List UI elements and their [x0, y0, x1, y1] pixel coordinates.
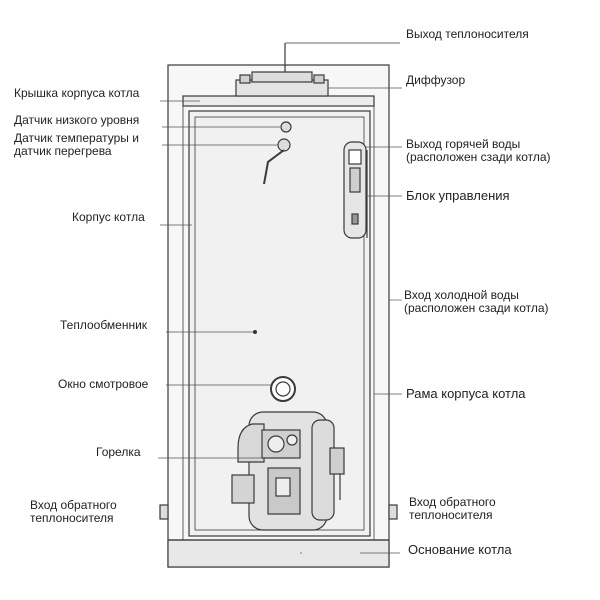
label-return-right: Вход обратного теплоносителя: [409, 496, 496, 522]
label-temp-sensor-line1: Датчик температуры и: [14, 131, 139, 145]
label-cold-water: Вход холодной воды (расположен сзади кот…: [404, 289, 549, 315]
low-level-sensor: [280, 121, 292, 133]
temp-sensor: [277, 138, 291, 152]
label-boiler-body: Корпус котла: [72, 210, 145, 224]
label-return-left: Вход обратного теплоносителя: [30, 499, 117, 525]
label-temp-sensor: Датчик температуры и датчик перегрева: [14, 132, 139, 158]
label-casing-cover: Крышка корпуса котла: [14, 86, 140, 100]
label-diffuser: Диффузор: [406, 73, 466, 87]
label-hot-water: Выход горячей воды (расположен сзади кот…: [406, 138, 551, 164]
heat-exchanger-point: [253, 330, 257, 334]
label-sight-window: Окно смотровое: [58, 377, 149, 391]
label-burner: Горелка: [96, 445, 141, 459]
boiler-base: [167, 539, 390, 568]
label-low-level-sensor: Датчик низкого уровня: [14, 113, 140, 127]
label-hot-water-line2: (расположен сзади котла): [406, 150, 551, 164]
label-return-left-line1: Вход обратного: [30, 498, 117, 512]
label-boiler-base: Основание котла: [408, 542, 512, 557]
label-return-right-line2: теплоносителя: [409, 508, 493, 522]
return-inlet-right: [388, 504, 398, 520]
label-casing-frame: Рама корпуса котла: [406, 386, 526, 401]
label-control-unit: Блок управления: [406, 188, 510, 203]
label-heat-exchanger: Теплообменник: [60, 318, 148, 332]
label-cold-water-line1: Вход холодной воды: [404, 288, 519, 302]
casing-cover: [182, 95, 375, 107]
burner: [231, 411, 345, 531]
sight-window: [270, 376, 296, 402]
label-hot-water-line1: Выход горячей воды: [406, 137, 521, 151]
return-inlet-left: [159, 504, 169, 520]
label-cold-water-line2: (расположен сзади котла): [404, 301, 549, 315]
label-coolant-outlet: Выход теплоносителя: [406, 27, 529, 41]
label-return-right-line1: Вход обратного: [409, 495, 496, 509]
label-temp-sensor-line2: датчик перегрева: [14, 144, 112, 158]
label-return-left-line2: теплоносителя: [30, 511, 114, 525]
